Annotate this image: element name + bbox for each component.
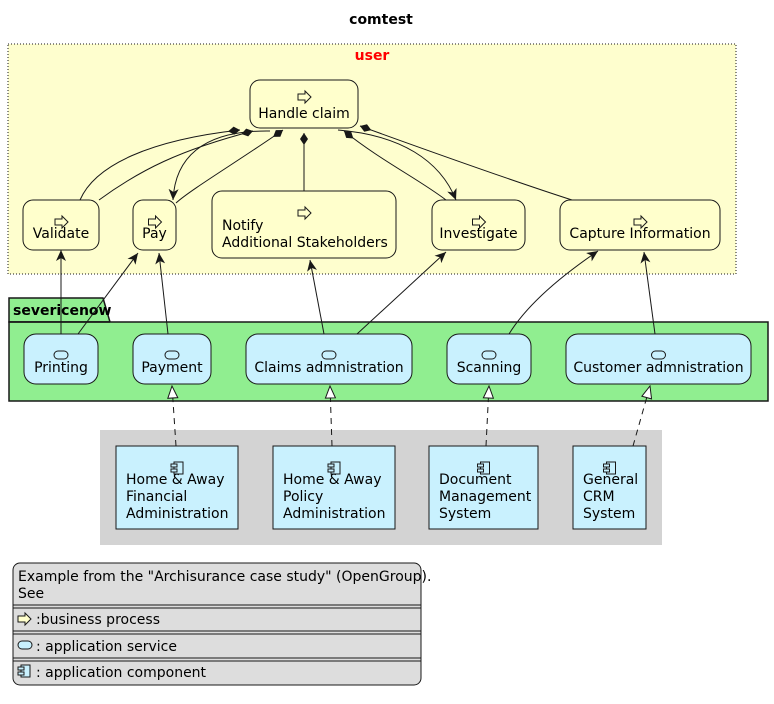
notify-label-line-2: Additional Stakeholders <box>222 235 388 251</box>
business-process-icon <box>148 214 163 230</box>
printing-label-line-1: Printing <box>34 360 88 376</box>
composition-pay <box>175 129 284 204</box>
application-component-icon <box>327 461 341 475</box>
composition-validate <box>79 126 241 201</box>
customer-admin-label-line-1: Customer admnistration <box>573 360 743 376</box>
application-component-icon <box>477 461 490 475</box>
investigate-process[interactable]: Investigate <box>431 199 526 251</box>
legend-application-component-label: : application component <box>36 665 207 681</box>
crm-label-line-1: General <box>583 472 638 488</box>
application-service-icon <box>321 350 337 360</box>
crm-label-line-2: CRM <box>583 489 615 505</box>
legend-header-line-2: See <box>18 586 44 602</box>
business-process-icon <box>297 205 312 221</box>
serving-payment-pay <box>155 252 169 335</box>
business-process-icon <box>54 214 69 230</box>
investigate-label-line-1: Investigate <box>439 226 517 242</box>
composition-capture <box>359 124 573 201</box>
application-component-icon <box>170 461 184 475</box>
composition-investigate <box>343 130 447 201</box>
serving-claims-notify <box>307 259 325 335</box>
package-label: severicenow <box>13 303 112 319</box>
legend-business-process-label: :business process <box>36 612 160 628</box>
crm-label-line-3: System <box>583 506 635 522</box>
scanning-label-line-1: Scanning <box>457 360 522 376</box>
business-process-icon <box>297 89 312 105</box>
doc-mgmt-label-line-2: Management <box>439 489 532 505</box>
policy-admin-label-line-1: Home & Away <box>283 472 382 488</box>
serving-scanning-capture <box>508 250 599 335</box>
financial-admin-label-line-1: Home & Away <box>126 472 225 488</box>
claims-admin-label-line-1: Claims admnistration <box>254 360 403 376</box>
flow-handle-to-pay <box>168 130 271 201</box>
serving-claims-investigate <box>356 251 447 335</box>
application-service-icon <box>17 640 33 650</box>
application-component-icon <box>603 461 616 475</box>
pay-process[interactable]: Pay <box>132 199 177 251</box>
flow-handle-to-investigate <box>337 129 457 201</box>
legend-header-line-1: Example from the "Archisurance case stud… <box>18 569 431 585</box>
validate-process[interactable]: Validate <box>22 199 100 251</box>
application-service-icon <box>481 350 497 360</box>
doc-mgmt-label-line-3: System <box>439 506 491 522</box>
scanning-service[interactable]: Scanning <box>446 333 532 385</box>
notify-label-line-1: Notify <box>222 218 263 234</box>
printing-service[interactable]: Printing <box>23 333 99 385</box>
payment-service[interactable]: Payment <box>132 333 212 385</box>
customer-admin-service[interactable]: Customer admnistration <box>565 333 752 385</box>
payment-label-line-1: Payment <box>141 360 203 376</box>
user-group-label: user <box>355 48 390 64</box>
claims-admin-service[interactable]: Claims admnistration <box>245 333 413 385</box>
composition-validate-2 <box>98 128 254 201</box>
legend-application-service-label: : application service <box>36 639 177 655</box>
application-service-icon <box>651 350 666 360</box>
relationship-edges <box>56 124 656 447</box>
legend-box <box>12 562 422 686</box>
financial-admin-label-line-3: Administration <box>126 506 228 522</box>
financial-admin-label-line-2: Financial <box>126 489 187 505</box>
capture-process[interactable]: Capture Information <box>559 199 721 251</box>
serving-printing-pay <box>77 252 139 335</box>
validate-label-line-1: Validate <box>33 226 89 242</box>
application-service-icon <box>53 350 69 360</box>
application-component-icon <box>17 664 31 678</box>
diagram-title: comtest <box>349 12 413 28</box>
business-process-icon <box>17 611 32 627</box>
capture-label-line-1: Capture Information <box>569 226 710 242</box>
pay-label-line-1: Pay <box>142 226 167 242</box>
business-process-icon <box>472 214 487 230</box>
policy-admin-label-line-2: Policy <box>283 489 323 505</box>
handle-claim-label-line-1: Handle claim <box>258 106 350 122</box>
legend: Example from the "Archisurance case stud… <box>12 562 431 686</box>
business-process-icon <box>633 214 648 230</box>
serving-customer-capture <box>640 251 656 335</box>
policy-admin-label-line-3: Administration <box>283 506 385 522</box>
handle-claim-process[interactable]: Handle claim <box>249 79 359 129</box>
doc-mgmt-label-line-1: Document <box>439 472 512 488</box>
application-service-icon <box>164 350 180 360</box>
